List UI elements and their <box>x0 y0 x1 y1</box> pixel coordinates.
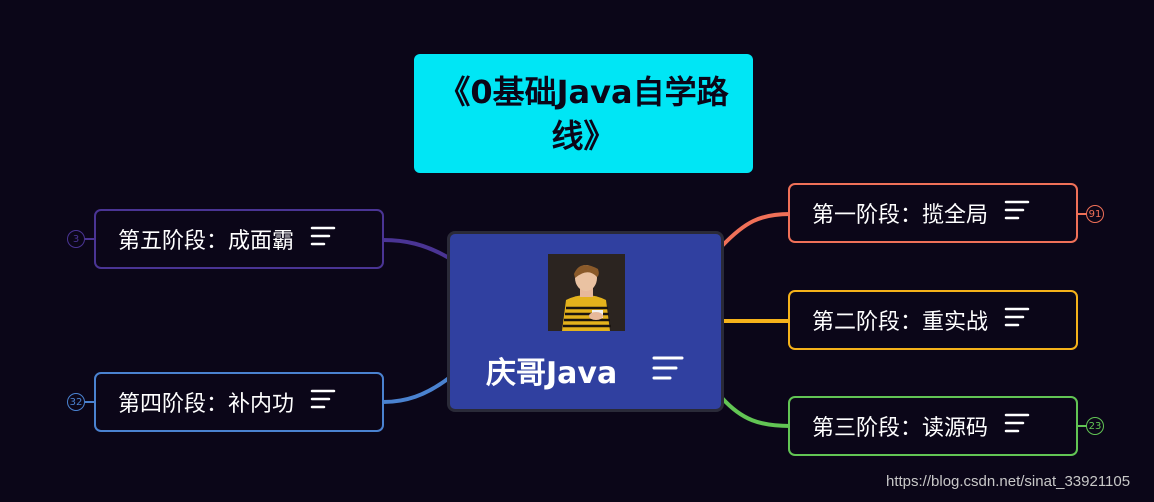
branch-stage4-label: 第四阶段：补内功 <box>118 386 294 418</box>
branch-stage4[interactable]: 第四阶段：补内功 <box>94 372 384 432</box>
branch-stage1[interactable]: 第一阶段：揽全局 <box>788 183 1078 243</box>
link-stage4 <box>383 378 449 402</box>
watermark: https://blog.csdn.net/sinat_33921105 <box>886 473 1130 490</box>
branch-stage3[interactable]: 第三阶段：读源码 <box>788 396 1078 456</box>
notes-icon[interactable] <box>651 354 685 386</box>
notes-icon[interactable] <box>1004 412 1030 440</box>
branch-stage5[interactable]: 第五阶段：成面霸 <box>94 209 384 269</box>
central-topic-label: 庆哥Java <box>486 348 617 392</box>
link-stage1 <box>722 214 790 246</box>
link-stage5 <box>383 240 449 258</box>
notes-icon[interactable] <box>1004 306 1030 334</box>
avatar <box>548 254 625 331</box>
collapse-badge-stage3[interactable]: 23 <box>1086 417 1104 435</box>
notes-icon[interactable] <box>1004 199 1030 227</box>
collapse-badge-stage5[interactable]: 3 <box>67 230 85 248</box>
mindmap-title[interactable]: 《0基础Java自学路线》 <box>414 54 753 173</box>
badge-stage5-stem <box>85 238 95 240</box>
branch-stage2[interactable]: 第二阶段：重实战 <box>788 290 1078 350</box>
collapse-badge-stage1[interactable]: 91 <box>1086 205 1104 223</box>
collapse-badge-stage4[interactable]: 32 <box>67 393 85 411</box>
central-topic[interactable]: 庆哥Java <box>447 231 724 412</box>
branch-stage3-label: 第三阶段：读源码 <box>812 410 988 442</box>
badge-stage4-stem <box>85 401 95 403</box>
branch-stage2-label: 第二阶段：重实战 <box>812 304 988 336</box>
notes-icon[interactable] <box>310 225 336 253</box>
notes-icon[interactable] <box>310 388 336 416</box>
branch-stage5-label: 第五阶段：成面霸 <box>118 223 294 255</box>
link-stage3 <box>722 398 790 426</box>
title-text: 《0基础Java自学路线》 <box>429 70 739 158</box>
branch-stage1-label: 第一阶段：揽全局 <box>812 197 988 229</box>
